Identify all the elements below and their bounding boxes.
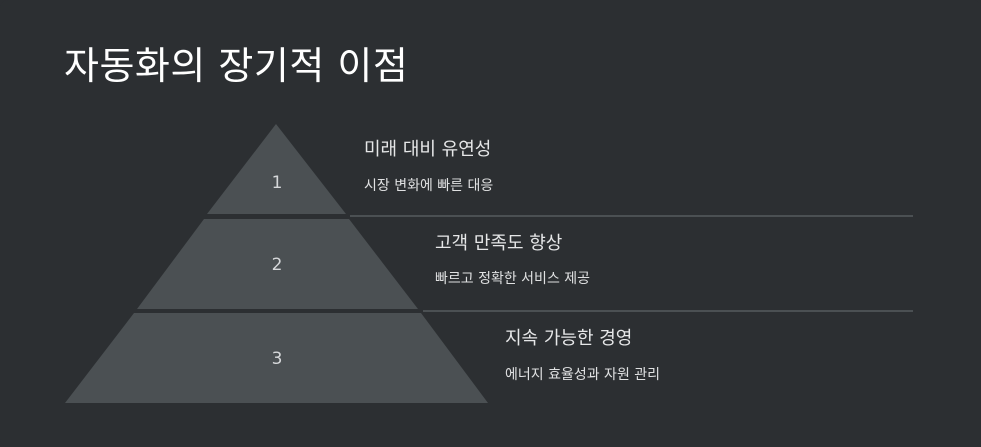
level-3-description: 에너지 효율성과 자원 관리 — [505, 367, 661, 383]
level-3-heading: 지속 가능한 경영 — [505, 328, 633, 349]
tier-number-1: 1 — [272, 173, 283, 193]
pyramid-tier-2 — [137, 219, 418, 309]
tier-number-2: 2 — [272, 255, 283, 275]
tier-number-3: 3 — [272, 349, 283, 369]
level-1-description: 시장 변화에 빠른 대응 — [364, 178, 494, 194]
pyramid-tier-1 — [207, 124, 346, 214]
page-title: 자동화의 장기적 이점 — [64, 44, 409, 88]
level-1-heading: 미래 대비 유연성 — [364, 139, 492, 160]
level-2-description: 빠르고 정확한 서비스 제공 — [435, 271, 591, 287]
pyramid-tier-3 — [65, 313, 488, 403]
level-2-heading: 고객 만족도 향상 — [435, 233, 563, 254]
